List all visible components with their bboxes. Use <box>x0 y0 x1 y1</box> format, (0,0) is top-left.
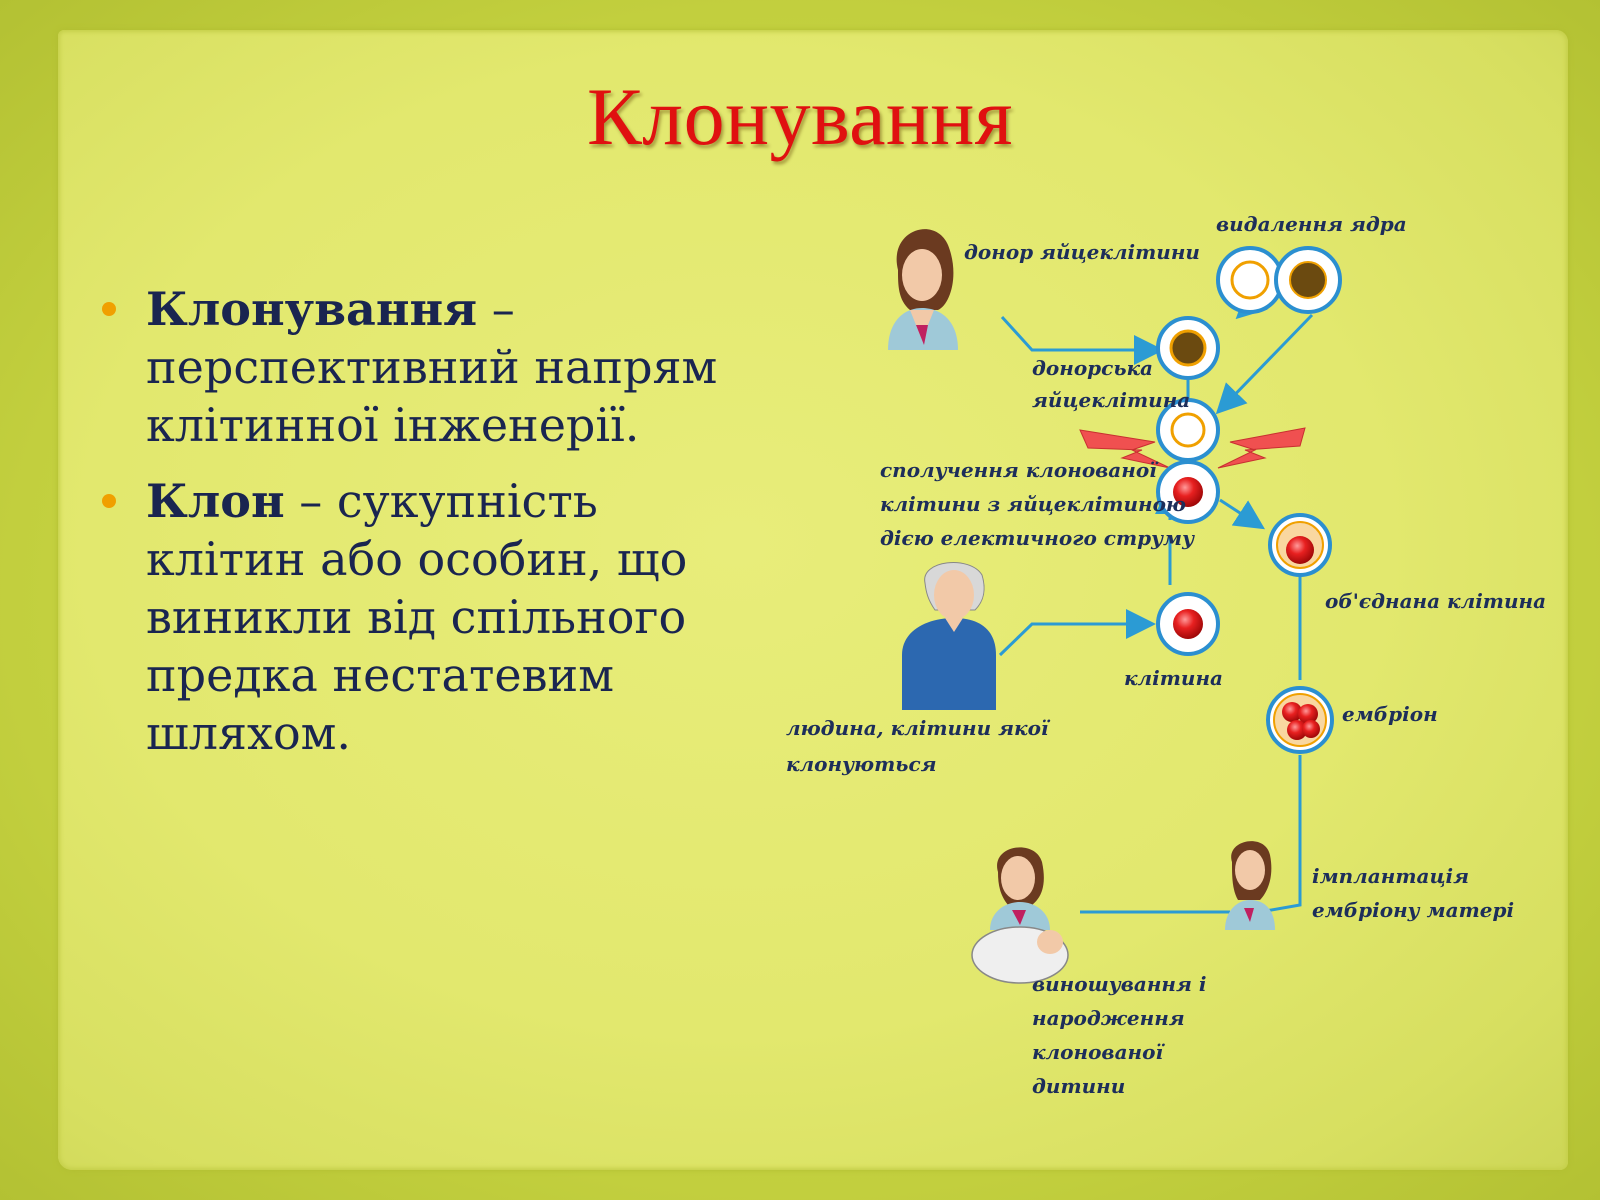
fused-cell-icon <box>1156 460 1220 524</box>
label-fusion-3: дією електичного струму <box>880 526 1195 550</box>
donor-egg-cell-icon <box>1156 316 1220 380</box>
bullet-term: Клон <box>146 474 285 528</box>
slide-title: Клонування <box>586 71 1013 162</box>
label-person-2: клонуються <box>786 752 937 776</box>
bullet-dot-icon <box>102 494 116 508</box>
label-fusion-1: сполучення клонованої <box>880 458 1157 482</box>
bullet-list: Клонування – перспективний напрям клітин… <box>100 280 770 780</box>
nucleus-removed-icon <box>1274 246 1342 314</box>
label-cell: клітина <box>1124 666 1224 690</box>
label-birth-2: народження <box>1032 1006 1185 1030</box>
label-combined-cell: об'єднана клітина <box>1325 589 1547 613</box>
label-birth-4: дитини <box>1032 1074 1126 1098</box>
label-donor-egg-2: яйцеклітина <box>1032 388 1191 412</box>
egg-donor-woman-icon <box>888 229 958 350</box>
embryo-icon <box>1266 686 1334 754</box>
label-nucleus-removal: видалення ядра <box>1216 212 1407 236</box>
bullet-item-clone: Клон – сукупність клітин або особин, що … <box>100 472 770 762</box>
bullet-item-cloning: Клонування – перспективний напрям клітин… <box>100 280 770 454</box>
label-birth-3: клонованої <box>1032 1040 1164 1064</box>
paper-panel <box>58 30 1568 1170</box>
cell-enucleated-icon <box>1216 246 1284 314</box>
label-embryo: ембріон <box>1342 702 1438 726</box>
empty-egg-cell-icon <box>1156 398 1220 462</box>
label-fusion-2: клітини з яйцеклітиною <box>880 492 1186 516</box>
cloned-person-man-icon <box>902 562 996 710</box>
donor-cell-icon <box>1156 592 1220 656</box>
label-person-1: людина, клітини якої <box>786 716 1049 740</box>
bullet-term: Клонування <box>146 282 478 336</box>
bullet-definition: – перспективний напрям клітинної інженер… <box>146 282 718 452</box>
cloning-diagram: донор яйцеклітини видалення ядра донорсь… <box>770 200 1570 1120</box>
implantation-mother-icon <box>1225 841 1275 930</box>
label-implant-1: імплантація <box>1312 864 1470 888</box>
label-birth-1: виношування і <box>1032 972 1207 996</box>
combined-cell-icon <box>1268 513 1332 577</box>
bullet-definition: – сукупність клітин або особин, що виник… <box>146 474 688 760</box>
diagram-graphics <box>888 229 1342 984</box>
electric-flash-icon <box>1079 427 1306 469</box>
label-donor-egg-1: донорська <box>1032 356 1154 380</box>
bullet-dot-icon <box>102 302 116 316</box>
label-implant-2: ембріону матері <box>1312 898 1515 922</box>
label-egg-donor: донор яйцеклітини <box>964 240 1200 264</box>
mother-with-baby-icon <box>971 847 1069 984</box>
